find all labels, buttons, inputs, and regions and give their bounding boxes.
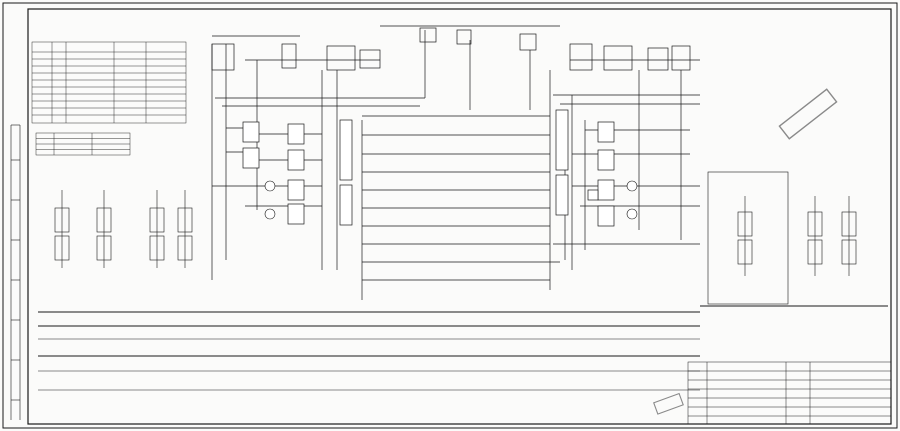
approval-stamp-title-block [653,392,684,415]
duct-network [211,25,700,300]
control-cabinet [339,184,353,226]
fan-symbol [626,180,638,192]
air-handling-unit [287,149,305,171]
air-handling-unit [287,203,305,225]
title-block [687,361,892,425]
inner-border [27,8,892,425]
control-cabinet [339,119,353,181]
air-handling-unit [242,147,260,169]
right-fan-unit-pairs [707,171,857,305]
control-cabinet [555,174,569,216]
fan-symbol [626,208,638,220]
equipment-set [242,109,615,227]
air-handling-unit [597,205,615,227]
fan-symbols [264,180,638,220]
air-handling-unit [287,123,305,145]
small-note-table [35,132,131,156]
control-cabinet [555,109,569,171]
legend-table [31,41,187,124]
air-handling-unit [597,149,615,171]
valve [587,189,599,201]
floor-level-lines [38,305,888,391]
fan-symbol [264,180,276,192]
left-fan-unit-pairs [54,190,193,268]
air-handling-unit [287,179,305,201]
air-handling-unit [597,179,615,201]
fan-symbol [264,208,276,220]
roof-intake-box [211,43,235,71]
air-handling-unit [242,121,260,143]
left-binding-strip [10,124,21,420]
fan-room-outline [707,171,789,305]
air-handling-unit [597,121,615,143]
approval-stamp-right [778,88,838,140]
